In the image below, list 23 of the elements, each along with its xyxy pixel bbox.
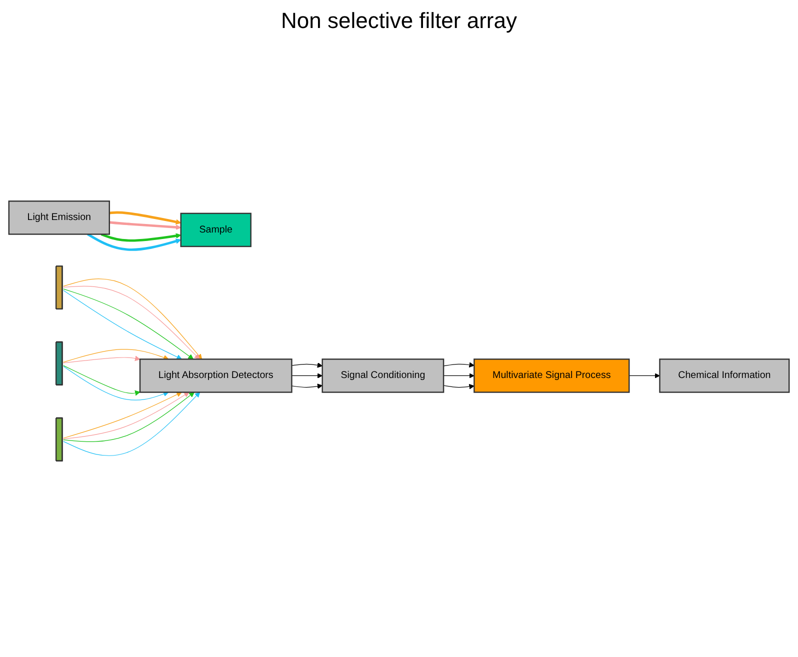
arrow <box>291 362 323 368</box>
arrow <box>109 211 182 225</box>
arrow <box>443 373 474 378</box>
arrow <box>63 366 169 400</box>
node-box: Chemical Information <box>659 358 790 393</box>
arrow <box>63 392 200 456</box>
arrow <box>63 365 140 396</box>
arrow <box>109 221 182 230</box>
arrow <box>291 373 323 378</box>
arrow <box>628 373 660 378</box>
arrow <box>87 233 182 251</box>
node-box: Light Absorption Detectors <box>139 358 292 393</box>
node-box: Light Emission <box>8 200 110 235</box>
caption-text: Non selective filter array <box>280 8 518 34</box>
node-box: Signal Conditioning <box>322 358 444 393</box>
node-box: Sample <box>180 212 252 248</box>
arrow <box>100 233 182 242</box>
arrow <box>291 384 323 389</box>
arrow <box>63 356 140 364</box>
arrow <box>443 362 474 368</box>
node-box: Multivariate Signal Process <box>474 358 630 393</box>
arrow <box>63 348 169 362</box>
arrow <box>443 384 474 390</box>
